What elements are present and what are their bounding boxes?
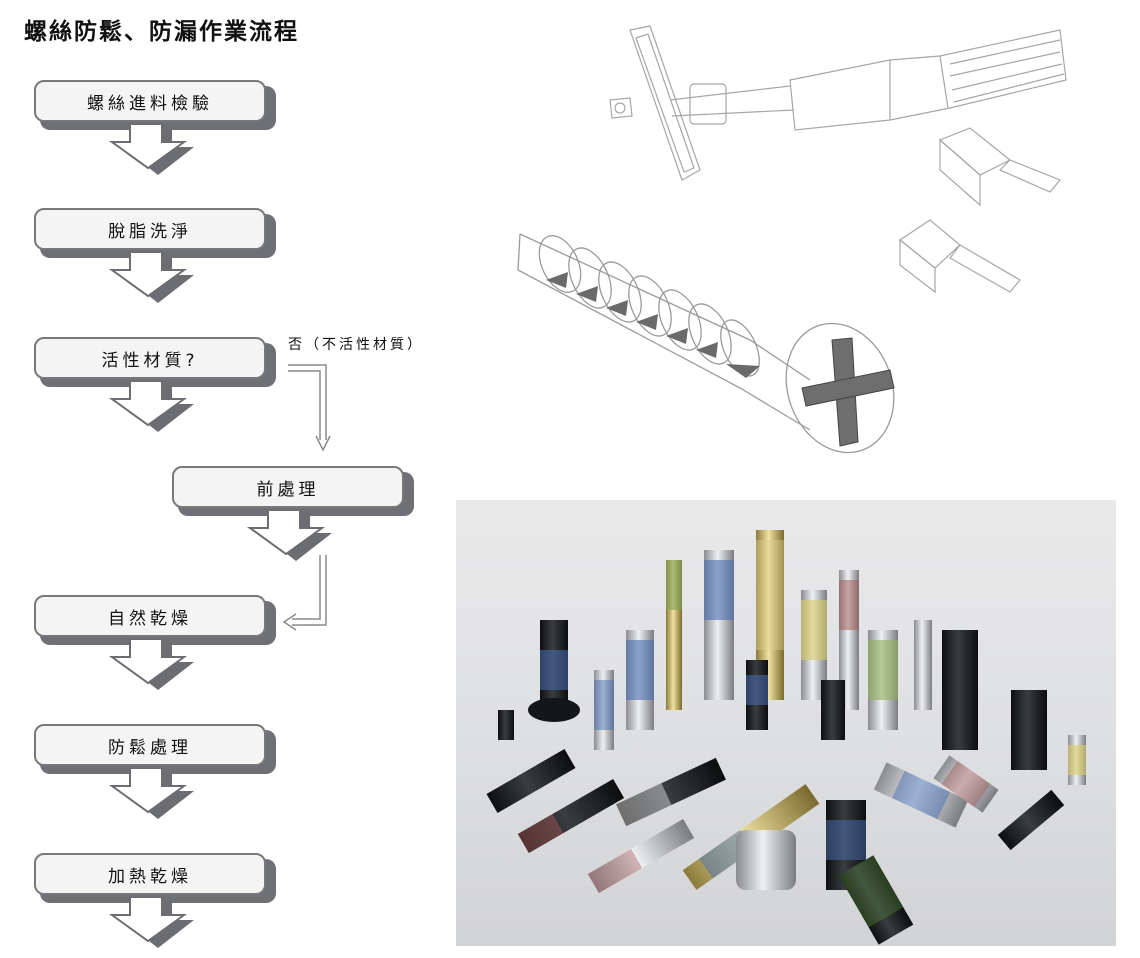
screws-illustration — [486, 530, 1086, 945]
step-heat-drying: 加熱乾燥 — [34, 853, 276, 903]
flat-head-screw-illustration — [517, 233, 895, 454]
down-arrow-icon — [246, 510, 332, 561]
step-pretreatment: 前處理 — [172, 466, 414, 516]
step-natural-drying: 自然乾燥 — [34, 595, 276, 645]
step-label: 自然乾燥 — [34, 595, 266, 637]
down-arrow-icon — [108, 897, 194, 948]
step-incoming-inspection: 螺絲進料檢驗 — [34, 80, 276, 130]
step-label: 螺絲進料檢驗 — [34, 80, 266, 122]
step-label: 加熱乾燥 — [34, 853, 266, 895]
down-arrow-icon — [108, 381, 194, 432]
step-anti-loosening-treatment: 防鬆處理 — [34, 724, 276, 774]
connector-to-pretreatment — [288, 364, 327, 440]
connector-to-natural-drying — [292, 555, 327, 626]
down-arrow-icon — [108, 252, 194, 303]
page-title: 螺絲防鬆、防漏作業流程 — [24, 19, 299, 45]
step-label: 防鬆處理 — [34, 724, 266, 766]
step-label: 前處理 — [172, 466, 404, 508]
down-arrow-icon — [108, 768, 194, 819]
step-active-material-check: 活性材質? — [34, 337, 276, 387]
screwdriver-illustration — [609, 25, 1067, 294]
branch-note-not-active: 否（不活性材質） — [288, 337, 424, 353]
step-label: 活性材質? — [34, 337, 266, 379]
down-arrow-icon — [108, 639, 194, 690]
down-arrow-icon — [108, 124, 194, 175]
coated-screws-photo — [456, 500, 1116, 946]
step-label: 脫脂洗淨 — [34, 208, 266, 250]
step-degrease-wash: 脫脂洗淨 — [34, 208, 276, 258]
